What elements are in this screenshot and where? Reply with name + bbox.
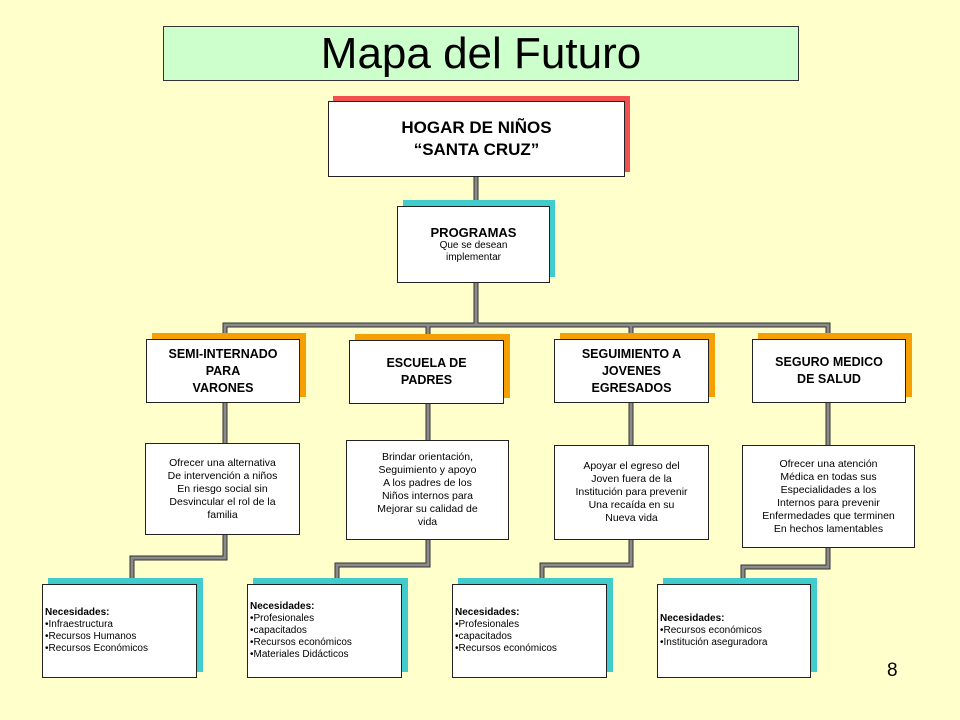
programs-subtitle-1: Que se desean xyxy=(439,240,508,251)
needs-item: Infraestructura xyxy=(45,619,148,631)
description-line: familia xyxy=(207,508,238,521)
description-line: Seguimiento y apoyo xyxy=(378,464,477,476)
needs-title: Necesidades: xyxy=(455,607,520,618)
description-line: Institución para prevenir xyxy=(575,486,688,498)
needs-item: capacitados xyxy=(250,625,352,637)
needs-title: Necesidades: xyxy=(660,613,725,624)
description-line: En riesgo social sin xyxy=(177,482,268,495)
root-title-line2: “SANTA CRUZ” xyxy=(413,140,540,159)
category-label-line: SEMI-INTERNADO xyxy=(168,346,278,361)
description-line: Niños internos para xyxy=(381,490,474,502)
category-box: SEGURO MEDICO DE SALUD xyxy=(752,339,906,403)
needs-box: Necesidades: Infraestructura Recursos Hu… xyxy=(42,584,197,678)
needs-box: Necesidades: Profesionales capacitados R… xyxy=(247,584,402,678)
description-line: vida xyxy=(417,516,438,528)
description-line: Una recaída en su xyxy=(588,499,675,511)
root-node-box: HOGAR DE NIÑOS “SANTA CRUZ” xyxy=(328,101,625,177)
description-box: Apoyar el egreso del Joven fuera de la I… xyxy=(554,445,709,540)
needs-item: Profesionales xyxy=(250,613,352,625)
description-line: Joven fuera de la xyxy=(591,473,672,485)
needs-item: Recursos Humanos xyxy=(45,631,148,643)
description-line: Internos para prevenir xyxy=(777,496,880,509)
description-line: Enfermedades que terminen xyxy=(762,509,895,522)
category-label-line: EGRESADOS xyxy=(591,380,672,395)
programs-subtitle-2: implementar xyxy=(445,252,502,263)
category-label-line: VARONES xyxy=(192,380,254,395)
root-title-line1: HOGAR DE NIÑOS xyxy=(401,118,552,137)
needs-box: Necesidades: Recursos económicos Institu… xyxy=(657,584,811,678)
description-box: Ofrecer una alternativa De intervención … xyxy=(145,443,300,535)
needs-item: capacitados xyxy=(455,631,557,643)
category-label-line: DE SALUD xyxy=(797,372,861,386)
category-box: SEGUIMIENTO A JOVENES EGRESADOS xyxy=(554,339,709,403)
category-label-line: PARA xyxy=(205,363,241,378)
description-line: Apoyar el egreso del xyxy=(583,460,680,472)
programs-title: PROGRAMAS xyxy=(430,225,517,240)
category-label-line: SEGUIMIENTO A xyxy=(581,346,682,361)
category-label-line: JOVENES xyxy=(601,363,662,378)
needs-title: Necesidades: xyxy=(250,601,315,612)
slide-title: Mapa del Futuro xyxy=(163,26,799,81)
description-line: Médica en todas sus xyxy=(780,470,877,483)
needs-item: Recursos económicos xyxy=(660,625,767,637)
category-box: SEMI-INTERNADO PARA VARONES xyxy=(146,339,300,403)
needs-item: Recursos económicos xyxy=(455,643,557,655)
needs-item: Materiales Didácticos xyxy=(250,649,352,661)
description-line: Nueva vida xyxy=(605,512,658,524)
needs-list: Infraestructura Recursos Humanos Recurso… xyxy=(45,619,148,655)
description-line: Ofrecer una atención xyxy=(779,457,878,470)
needs-list: Recursos económicos Institución asegurad… xyxy=(660,625,768,649)
page-number: 8 xyxy=(887,660,898,681)
description-box: Ofrecer una atención Médica en todas sus… xyxy=(742,445,915,548)
description-line: Brindar orientación, xyxy=(381,451,474,463)
category-label-line: PADRES xyxy=(400,373,453,387)
programs-node-box: PROGRAMAS Que se desean implementar xyxy=(397,206,550,283)
category-label-line: ESCUELA DE xyxy=(386,356,467,370)
description-box: Brindar orientación, Seguimiento y apoyo… xyxy=(346,440,509,540)
needs-item: Institución aseguradora xyxy=(660,637,768,649)
needs-title: Necesidades: xyxy=(45,607,110,618)
needs-box: Necesidades: Profesionales capacitados R… xyxy=(452,584,607,678)
category-box: ESCUELA DE PADRES xyxy=(349,340,504,404)
needs-item: Recursos Económicos xyxy=(45,643,148,655)
needs-item: Recursos económicos xyxy=(250,637,352,649)
description-line: A los padres de los xyxy=(383,477,472,489)
description-line: De intervención a niños xyxy=(167,469,278,482)
description-line: Mejorar su calidad de xyxy=(377,503,478,515)
description-line: Especialidades a los xyxy=(780,483,877,496)
description-line: En hechos lamentables xyxy=(773,522,884,535)
description-line: Desvincular el rol de la xyxy=(169,495,276,508)
needs-list: Profesionales capacitados Recursos econó… xyxy=(455,619,557,655)
needs-item: Profesionales xyxy=(455,619,557,631)
description-line: Ofrecer una alternativa xyxy=(169,456,276,469)
category-label-line: SEGURO MEDICO xyxy=(775,355,883,369)
needs-list: Profesionales capacitados Recursos econó… xyxy=(250,613,352,661)
